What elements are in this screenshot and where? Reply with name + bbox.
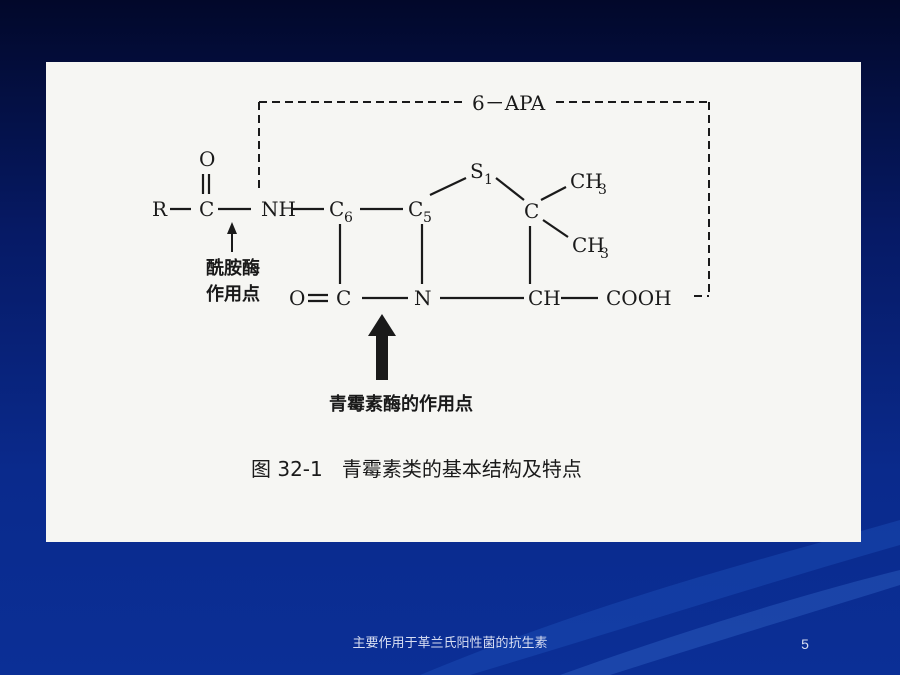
ch3-bottom-number: 3 bbox=[600, 246, 609, 262]
s1-atom: S bbox=[470, 159, 484, 183]
c5-number: 5 bbox=[423, 210, 432, 226]
c6-number: 6 bbox=[344, 210, 353, 226]
carbonyl-oxygen: O bbox=[199, 147, 215, 171]
apa-label: 6－APA bbox=[472, 91, 546, 115]
apa-bracket bbox=[258, 101, 710, 297]
lactam-carbon: C bbox=[336, 286, 351, 310]
page-number: 5 bbox=[801, 636, 809, 652]
penicillin-structure-figure: 6－APA R C O NH C 6 C bbox=[46, 62, 861, 542]
cooh-group: COOH bbox=[606, 286, 672, 310]
r-group: R bbox=[152, 197, 168, 221]
penicillinase-arrow bbox=[368, 314, 396, 380]
amidase-arrow bbox=[227, 222, 237, 252]
bonds bbox=[170, 174, 598, 303]
figure-caption: 图 32-1 青霉素类的基本结构及特点 bbox=[251, 457, 582, 481]
carbonyl-carbon: C bbox=[199, 197, 214, 221]
s1-number: 1 bbox=[484, 172, 493, 188]
ch-group: CH bbox=[528, 286, 561, 310]
amidase-label-line2: 作用点 bbox=[206, 283, 260, 305]
ch3-bottom: CH bbox=[572, 233, 605, 257]
structure-diagram: 6－APA R C O NH C 6 C bbox=[152, 91, 710, 481]
nitrogen-atom: N bbox=[414, 286, 432, 310]
ch3-top: CH bbox=[570, 169, 603, 193]
penicillinase-label: 青霉素酶的作用点 bbox=[329, 393, 473, 415]
c6-atom: C bbox=[329, 197, 344, 221]
nh-group: NH bbox=[261, 197, 296, 221]
footer-title: 主要作用于革兰氏阳性菌的抗生素 bbox=[352, 636, 548, 651]
ch3-top-number: 3 bbox=[598, 182, 607, 198]
quaternary-carbon: C bbox=[524, 199, 539, 223]
c5-atom: C bbox=[408, 197, 423, 221]
amidase-label-line1: 酰胺酶 bbox=[206, 257, 260, 279]
lactam-oxygen: O bbox=[289, 286, 305, 310]
